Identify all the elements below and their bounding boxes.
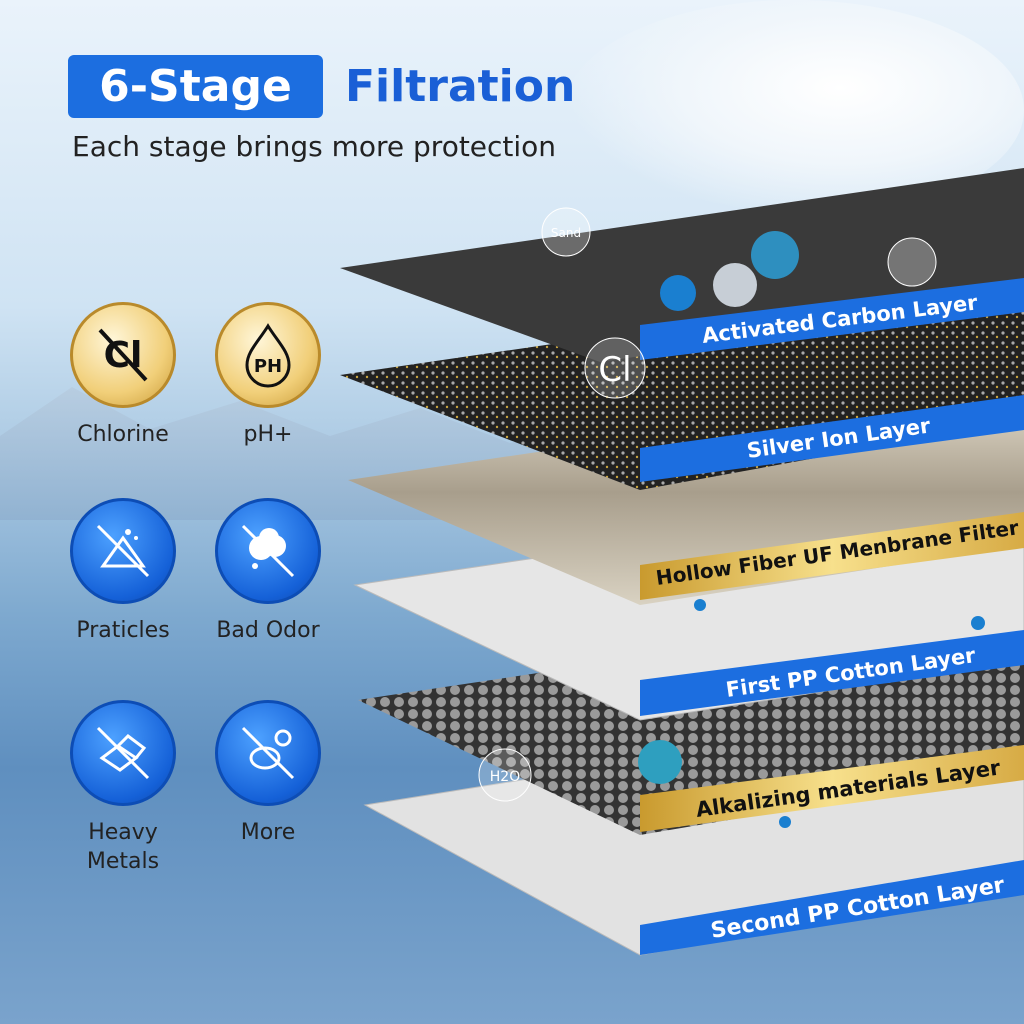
subtitle: Each stage brings more protection — [72, 130, 557, 163]
particles-icon — [70, 498, 176, 604]
bacteria-icon — [215, 700, 321, 806]
ph-drop-icon: PH — [215, 302, 321, 408]
svg-text:Cl: Cl — [598, 350, 631, 390]
feature-particles: Praticles — [53, 498, 193, 645]
heavy-metals-icon — [70, 700, 176, 806]
bacteria-particle — [751, 231, 799, 279]
bad-odor-icon — [215, 498, 321, 604]
contaminant-bubbles: Sand Cl H2O — [478, 207, 985, 828]
page-title: Filtration — [345, 61, 576, 112]
svg-text:PH: PH — [254, 356, 282, 377]
feature-more: More — [198, 700, 338, 847]
feature-chlorine: Cl Chlorine — [53, 302, 193, 449]
title-badge: 6-Stage — [68, 55, 323, 118]
chlorine-icon: Cl — [70, 302, 176, 408]
svg-text:H2O: H2O — [490, 769, 520, 785]
feature-ph: PH pH+ — [198, 302, 338, 449]
feature-bad-odor: Bad Odor — [198, 498, 338, 645]
svg-text:Sand: Sand — [551, 226, 581, 240]
